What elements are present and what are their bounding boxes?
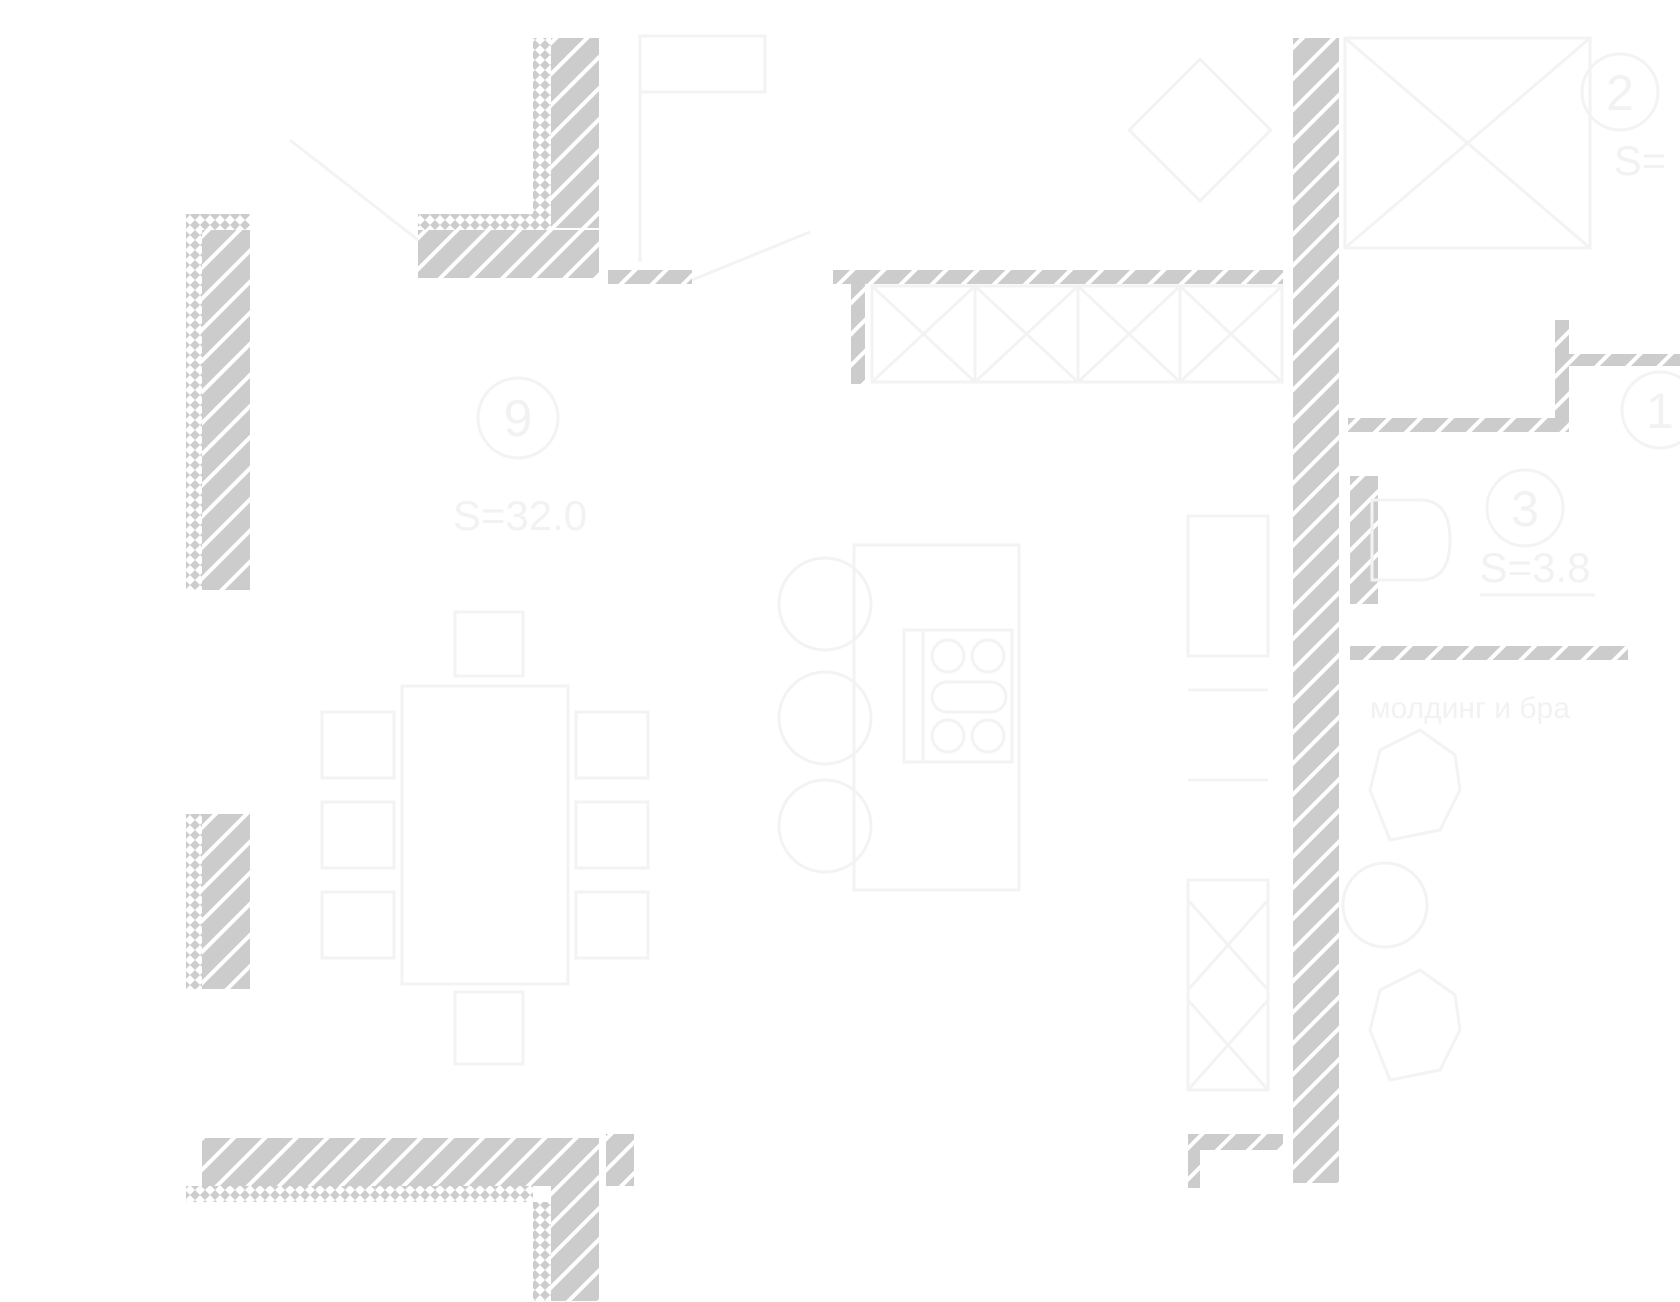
stool: [777, 556, 873, 652]
bathroom-fixtures: [1341, 498, 1462, 1082]
door-swing: [289, 138, 419, 242]
burner: [930, 718, 966, 754]
chair: [320, 890, 396, 960]
chair: [453, 610, 525, 678]
round-table: [1341, 861, 1429, 949]
chair: [574, 710, 650, 780]
wall: [1350, 476, 1378, 604]
chair: [574, 800, 650, 870]
room-number-circle: [1485, 468, 1565, 548]
room-label-3: 3 S=3.8: [1480, 468, 1595, 597]
room-label-2: 2 S=: [1580, 52, 1667, 184]
room-area: S=32.0: [453, 492, 587, 539]
wall: [551, 1186, 599, 1301]
wall: [551, 38, 599, 228]
burner: [930, 638, 966, 674]
burner: [930, 680, 1008, 714]
cabinet-right-top: [1343, 36, 1592, 250]
room-number-circle: [476, 376, 560, 460]
wall-insulation: [186, 814, 202, 989]
wardrobe: [638, 34, 767, 94]
partition: [1350, 646, 1628, 660]
partition: [833, 270, 1283, 284]
room-number: 3: [1511, 481, 1539, 537]
wall: [418, 230, 599, 278]
burner: [970, 718, 1006, 754]
wall: [606, 1134, 634, 1186]
stool: [777, 778, 873, 874]
wall-insulation: [186, 1186, 533, 1202]
armchair: [1368, 728, 1462, 842]
wall-insulation: [533, 1202, 551, 1301]
partition: [851, 284, 865, 384]
chair: [453, 990, 525, 1066]
partition: [1569, 354, 1680, 366]
wall-insulation: [418, 214, 551, 230]
room-number-circle: [1620, 370, 1680, 450]
room-number: 1: [1646, 383, 1674, 439]
room-area: S=: [1614, 137, 1667, 184]
stool: [777, 670, 873, 766]
door-swing: [691, 230, 811, 282]
chair: [320, 800, 396, 870]
upper-cabinets: [870, 283, 1284, 385]
wall: [1293, 38, 1339, 1183]
furniture: [289, 34, 1592, 1092]
tall-cabinets: [1186, 514, 1270, 1092]
partition: [1188, 1134, 1283, 1150]
room-label-9: 9 S=32.0: [453, 376, 587, 539]
armchair: [1368, 968, 1462, 1082]
partition: [608, 270, 692, 284]
toilet: [1370, 498, 1452, 582]
partition: [1348, 418, 1568, 432]
chair: [574, 890, 650, 960]
partition: [1555, 320, 1569, 432]
partition: [1188, 1150, 1200, 1188]
wall-insulation: [186, 214, 202, 590]
room-number: 9: [504, 390, 533, 448]
room-area: S=3.8: [1480, 544, 1591, 591]
diamond-fixture: [1127, 57, 1273, 203]
annotation-molding: молдинг и бра: [1370, 692, 1570, 725]
walls: [186, 38, 1680, 1301]
wall-insulation: [186, 214, 250, 230]
chair: [320, 710, 396, 780]
wall: [202, 230, 250, 590]
dining-set: [320, 610, 650, 1066]
wall-insulation: [533, 38, 551, 228]
room-number-circle: [1580, 52, 1660, 132]
wall: [202, 814, 250, 989]
kitchen-island: [852, 543, 1021, 892]
room-label-1: 1: [1620, 370, 1680, 450]
room-number: 2: [1606, 65, 1634, 121]
wall: [202, 1138, 599, 1186]
burner: [970, 638, 1006, 674]
dining-table: [400, 684, 570, 986]
cooktop: [902, 628, 1014, 764]
